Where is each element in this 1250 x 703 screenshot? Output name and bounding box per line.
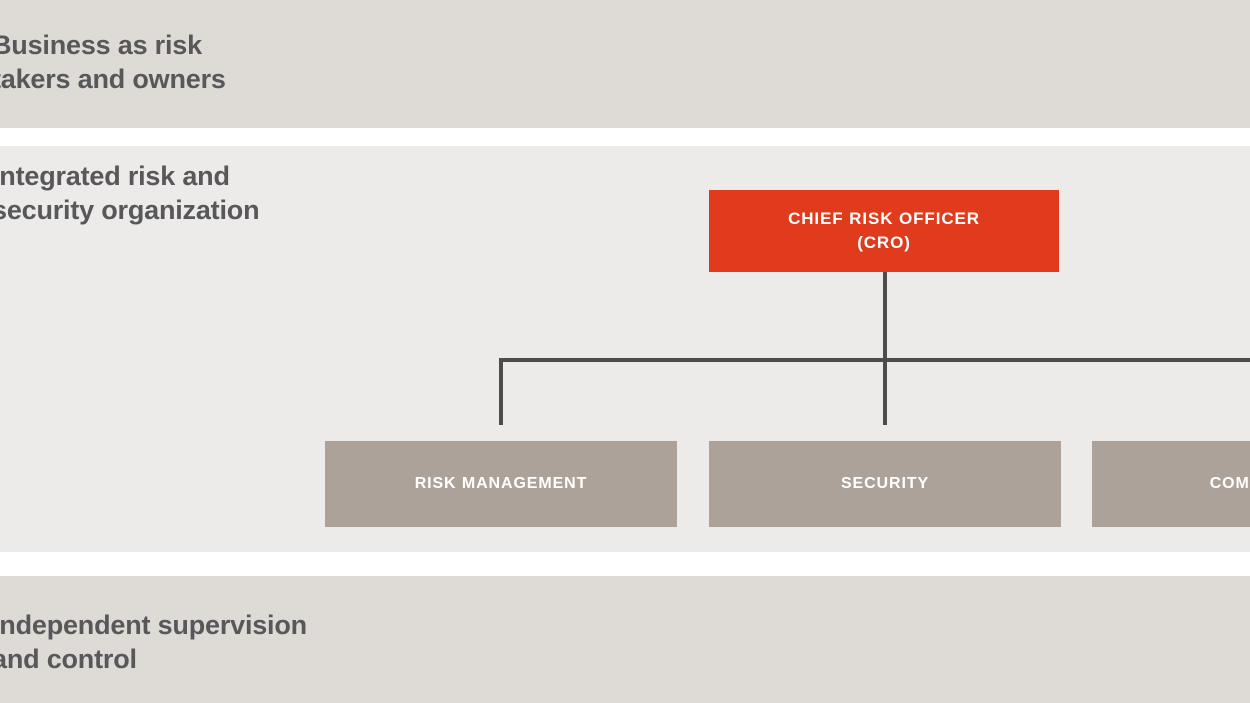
connector-drop-risk-management [499, 358, 503, 425]
org-chart: CHIEF RISK OFFICER (CRO) RISK MANAGEMENT… [0, 146, 1250, 552]
band-business: Business as risk takers and owners [0, 0, 1250, 128]
connector-horizontal-bus [499, 358, 1250, 362]
band-supervision: Independent supervision and control [0, 576, 1250, 703]
org-node-chief-risk-officer[interactable]: CHIEF RISK OFFICER (CRO) [709, 190, 1059, 272]
band-business-label: Business as risk takers and owners [0, 30, 226, 94]
org-node-security[interactable]: SECURITY [709, 441, 1061, 527]
band-integrated-risk: Integrated risk and security organizatio… [0, 146, 1250, 552]
connector-drop-security [883, 358, 887, 425]
org-node-risk-management[interactable]: RISK MANAGEMENT [325, 441, 677, 527]
band-supervision-label: Independent supervision and control [0, 610, 307, 674]
connector-root-stem [883, 272, 887, 362]
band-integrated-risk-label: Integrated risk and security organizatio… [0, 161, 260, 225]
org-node-compliance[interactable]: COMPLIANCE [1092, 441, 1250, 527]
